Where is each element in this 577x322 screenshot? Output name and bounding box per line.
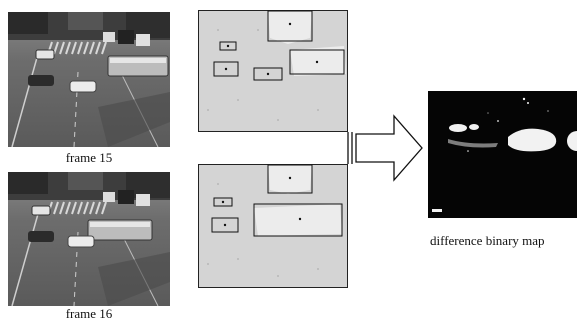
difference-binary-map-label: difference binary map — [430, 233, 545, 249]
region-map-frame-16 — [198, 164, 348, 288]
region-map-frame-15 — [198, 10, 348, 132]
frame-16-image — [8, 172, 170, 306]
frame-15-image — [8, 12, 170, 147]
difference-binary-map — [428, 91, 577, 218]
frame-15-label: frame 15 — [8, 150, 170, 166]
process-arrow — [344, 110, 426, 186]
